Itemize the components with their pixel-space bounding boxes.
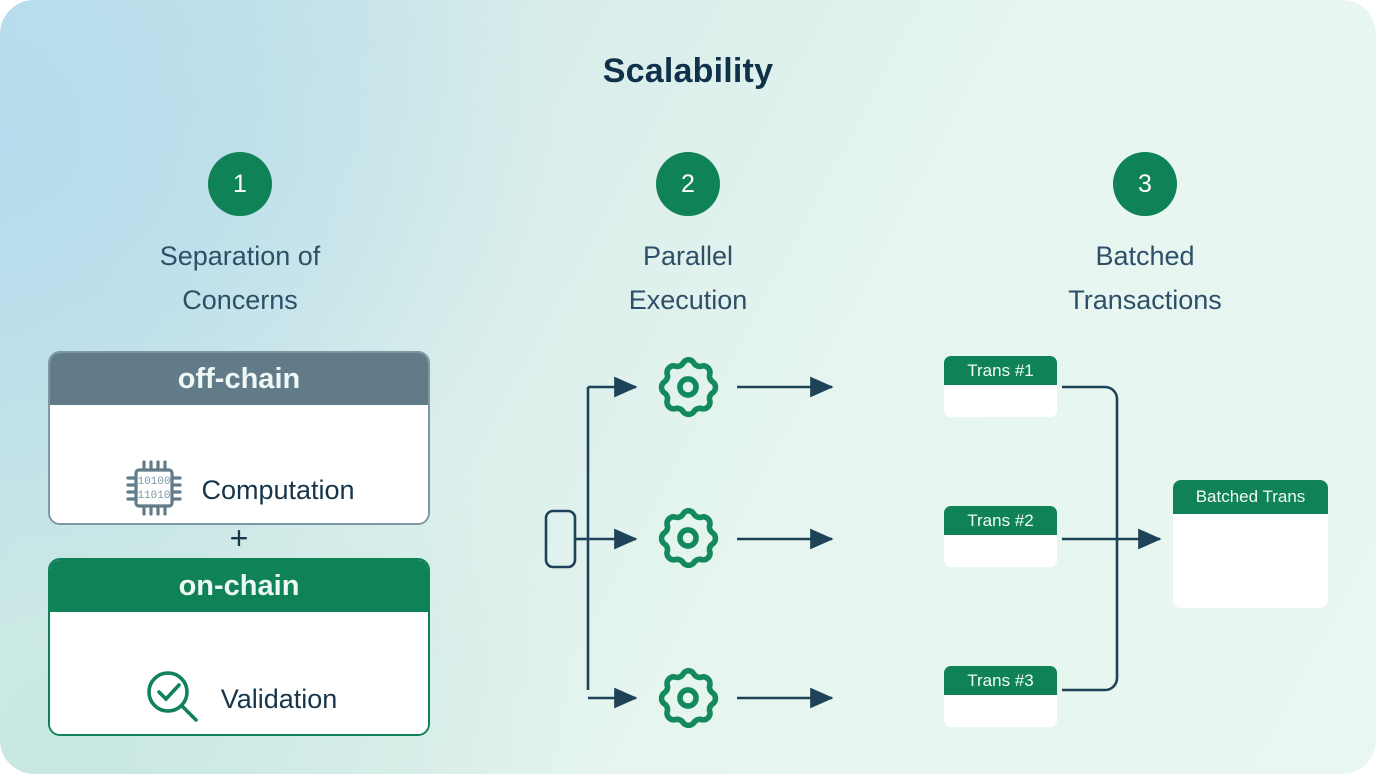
gear-icon	[657, 667, 719, 729]
cpu-chip-icon: 10100 11010	[123, 457, 185, 524]
off-chain-header: off-chain	[50, 353, 428, 405]
step-header-2: 2 Parallel Execution	[523, 152, 853, 322]
chip-binary-line-2: 11010	[138, 490, 171, 502]
gear-icon	[657, 356, 719, 418]
on-chain-header: on-chain	[50, 560, 428, 612]
step-badge-3: 3	[1113, 152, 1177, 216]
on-chain-body: Validation	[50, 612, 428, 734]
transaction-card-3: Trans #3	[944, 666, 1057, 727]
chip-binary-line-1: 10100	[138, 476, 171, 488]
step-header-1: 1 Separation of Concerns	[75, 152, 405, 322]
merge-path-1-3	[1062, 385, 1119, 692]
plus-separator: +	[229, 520, 249, 556]
branch-node	[544, 509, 577, 569]
step-badge-1: 1	[208, 152, 272, 216]
step-label-3: Batched Transactions	[1068, 241, 1222, 315]
off-chain-card: off-chain	[48, 351, 430, 525]
transaction-card-2: Trans #2	[944, 506, 1057, 567]
on-chain-card: on-chain Validation	[48, 558, 430, 736]
batched-transaction-header: Batched Trans	[1173, 480, 1328, 514]
transaction-card-1: Trans #1	[944, 356, 1057, 417]
on-chain-label: Validation	[220, 683, 338, 714]
transaction-header-1: Trans #1	[944, 356, 1057, 385]
page-title: Scalability	[602, 52, 774, 90]
gear-icon	[657, 507, 719, 569]
step-badge-2: 2	[656, 152, 720, 216]
off-chain-body: 10100 11010 Computation	[50, 405, 428, 524]
magnifier-check-icon	[141, 665, 205, 734]
transaction-header-3: Trans #3	[944, 666, 1057, 695]
step-label-2: Parallel Execution	[628, 241, 748, 315]
transaction-header-2: Trans #2	[944, 506, 1057, 535]
batched-transaction-card: Batched Trans	[1173, 480, 1328, 608]
step-label-1: Separation of Concerns	[159, 241, 321, 315]
step-header-3: 3 Batched Transactions	[980, 152, 1310, 322]
off-chain-label: Computation	[201, 474, 355, 505]
